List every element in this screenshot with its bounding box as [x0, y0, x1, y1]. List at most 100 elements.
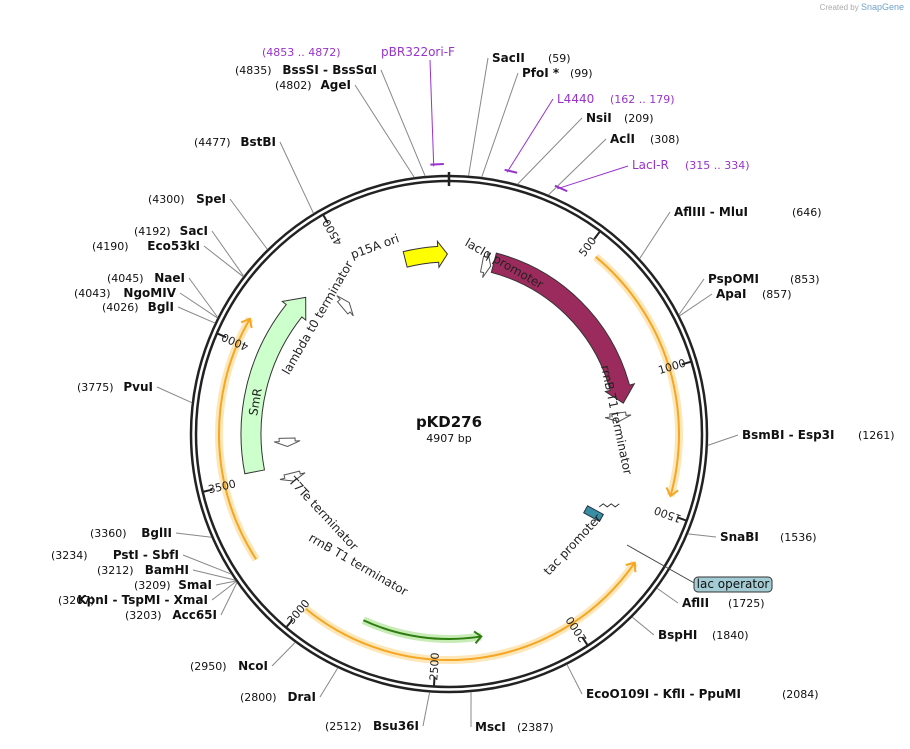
enzyme-site-bstbi[interactable]: BstBI(4477) [194, 135, 314, 214]
enzyme-site-aflii[interactable]: AflII(1725) [656, 587, 765, 610]
enzyme-site-acli[interactable]: AclI (308) [548, 132, 680, 196]
primer-site-laci-r[interactable]: (315 .. 334)LacI-R [554, 158, 750, 193]
enzyme-leader-line [203, 245, 244, 278]
lac-operator-callout: lac operator [626, 544, 773, 593]
enzyme-site-apai[interactable]: ApaI(857) [679, 287, 792, 317]
enzyme-site-snabi[interactable]: SnaBI(1536) [687, 530, 817, 544]
callout-line [626, 544, 697, 585]
enzyme-name: BglII [141, 526, 172, 540]
enzyme-position: (3207) [58, 594, 95, 607]
enzyme-name: BsmBI - Esp3I [742, 428, 834, 442]
feature-rrnb-t1-terminator-2 [279, 470, 306, 482]
enzyme-leader-line [179, 292, 218, 319]
enzyme-site-ecoo109i-kfli-ppumi[interactable]: EcoO109I - KflI - PpuMI (2084) [566, 664, 819, 701]
enzyme-leader-line [380, 69, 426, 177]
enzyme-site-agei[interactable]: AgeI(4802) [275, 78, 415, 178]
enzyme-name: AclI [610, 132, 635, 146]
enzyme-leader-line [566, 664, 583, 695]
enzyme-position: (2512) [325, 720, 362, 733]
enzyme-site-kpni-tspmi-xmai[interactable]: KpnI - TspMI - XmaI(3207) [58, 581, 237, 607]
enzyme-position: (4045) [107, 272, 144, 285]
primer-sites: (4853 .. 4872)pBR322ori-F (162 .. 179)L44… [262, 45, 750, 193]
enzyme-position: (59) [548, 52, 571, 65]
enzyme-position: (4802) [275, 79, 312, 92]
enzyme-site-ngomiv[interactable]: NgoMIV(4043) [74, 286, 218, 319]
enzyme-site-bsmbi-esp3i[interactable]: BsmBI - Esp3I (1261) [707, 428, 895, 446]
enzyme-site-spei[interactable]: SpeI(4300) [148, 192, 268, 250]
enzyme-site-bsu36i[interactable]: Bsu36I (2512) [325, 692, 431, 733]
tick-mark [681, 360, 692, 366]
enzyme-position: (857) [762, 288, 792, 301]
enzyme-name: EcoO109I - KflI - PpuMI [586, 687, 741, 701]
orf-arrowhead [625, 561, 637, 573]
enzyme-leader-line [656, 587, 679, 604]
primer-range: (162 .. 179) [610, 93, 675, 106]
enzyme-site-eco53ki[interactable]: Eco53kI(4190) [92, 239, 244, 278]
feature-smr [240, 296, 307, 475]
tick-mark [322, 214, 329, 224]
label-laci: lacI [608, 315, 628, 339]
feature-lambda-t0-terminator [336, 295, 354, 317]
enzyme-position: (3234) [51, 549, 88, 562]
enzyme-name: Bsu36I [373, 719, 419, 733]
enzyme-site-psti-sbfi[interactable]: PstI - SbfI (3234) [51, 548, 232, 575]
enzyme-leader-line [678, 278, 705, 316]
primer-leader-line [506, 98, 554, 173]
enzyme-site-bsphi[interactable]: BspHI(1840) [631, 616, 749, 642]
orf-arrowhead [665, 487, 679, 498]
feature-rrnb-t1-terminator-1 [604, 411, 632, 423]
enzyme-leader-line [229, 198, 268, 250]
enzyme-position: (308) [650, 133, 680, 146]
enzyme-leader-line [687, 533, 717, 538]
enzyme-leader-line [211, 581, 237, 601]
enzyme-leader-line [639, 211, 671, 259]
enzyme-position: (1261) [858, 429, 895, 442]
enzyme-name: BstBI [240, 135, 276, 149]
enzyme-site-pspomi[interactable]: PspOMI(853) [678, 272, 820, 316]
enzyme-leader-line [182, 554, 232, 575]
enzyme-site-naei[interactable]: NaeI(4045) [107, 271, 219, 318]
orf-arcs [215, 253, 683, 664]
tick-label: 1500 [652, 503, 683, 525]
enzyme-site-bamhi[interactable]: BamHI(3212) [97, 563, 236, 581]
primer-site-l4440[interactable]: (162 .. 179)L4440 [504, 92, 675, 174]
lac-operator-label-bg [693, 576, 773, 593]
enzyme-site-sacii[interactable]: SacII(59) [468, 51, 571, 176]
enzyme-site-saci[interactable]: SacI (4192) [134, 224, 245, 277]
enzyme-site-drai[interactable]: DraI(2800) [240, 667, 339, 704]
enzyme-leader-line [177, 306, 216, 324]
enzyme-site-smai[interactable]: SmaI(3209) [134, 578, 236, 592]
enzyme-name: SacI [180, 224, 208, 238]
orf-arrowhead [240, 317, 253, 329]
primer-site-pbr322ori-f[interactable]: (4853 .. 4872)pBR322ori-F [262, 45, 455, 167]
enzyme-leader-line [319, 667, 339, 698]
enzyme-leader-line [548, 138, 607, 196]
label-lac-operator: lac operator [697, 577, 770, 591]
primer-leader-line [557, 165, 629, 190]
enzyme-name: SpeI [196, 192, 226, 206]
enzyme-site-bgli[interactable]: BglI(4026) [102, 300, 216, 324]
enzyme-site-pvui[interactable]: PvuI(3775) [77, 380, 193, 404]
label-laciq-promoter: lacIq promoter [463, 236, 546, 292]
enzyme-leader-line [422, 692, 431, 727]
enzyme-name: AflIII - MluI [674, 205, 748, 219]
enzyme-site-acc65i[interactable]: Acc65I(3203) [125, 582, 238, 622]
enzyme-position: (4192) [134, 225, 171, 238]
enzyme-position: (4043) [74, 287, 111, 300]
enzyme-name: PstI - SbfI [113, 548, 179, 562]
tick-label: 4500 [320, 217, 345, 248]
enzyme-leader-line [220, 582, 238, 616]
enzyme-site-afliii-mlui[interactable]: AflIII - MluI(646) [639, 205, 822, 259]
orf-arc [305, 562, 636, 661]
enzyme-site-nsii[interactable]: NsiI(209) [517, 111, 654, 185]
enzyme-leader-line [211, 230, 245, 277]
enzyme-position: (99) [570, 67, 593, 80]
enzyme-position: (2084) [782, 688, 819, 701]
enzyme-name: PspOMI [708, 272, 759, 286]
enzyme-site-pfoi[interactable]: PfoI *(99) [481, 66, 593, 178]
enzyme-site-bsssi-bsss-i[interactable]: BssSI - BssSαI(4835) [235, 63, 426, 177]
enzyme-position: (1725) [728, 597, 765, 610]
enzyme-site-msci[interactable]: MscI(2387) [470, 692, 554, 734]
enzyme-site-bglii[interactable]: BglII(3360) [90, 526, 212, 540]
enzyme-site-ncoi[interactable]: NcoI(2950) [190, 642, 296, 673]
